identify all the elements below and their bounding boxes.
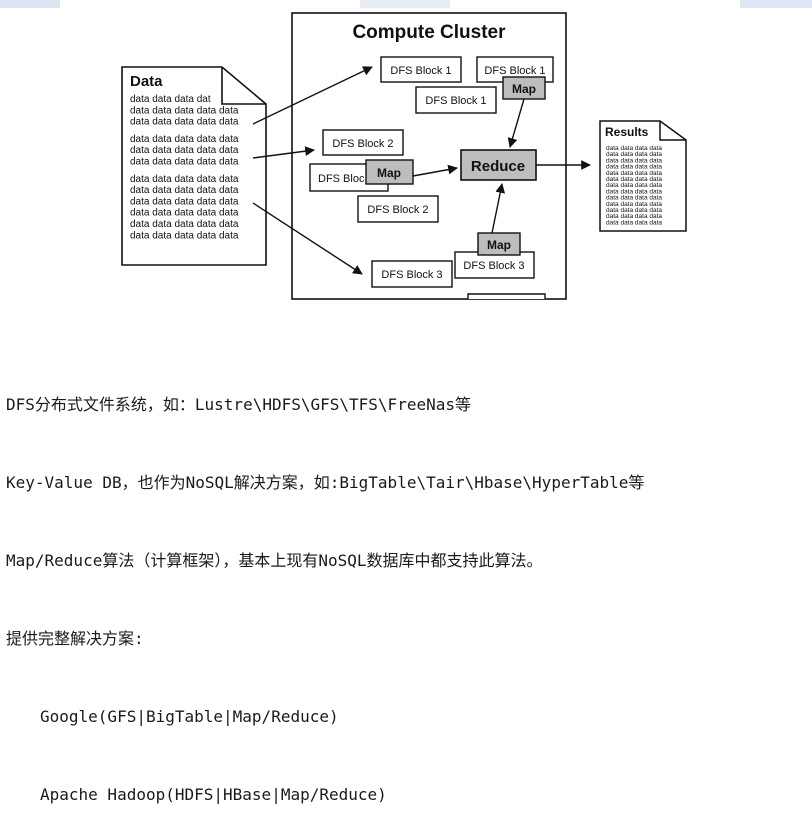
dfs-block-3-label: DFS Block 3 <box>463 260 524 272</box>
data-document-line: data data data data data <box>130 185 239 196</box>
map-label: Map <box>377 166 401 180</box>
results-document-page <box>599 120 687 232</box>
dfs-block-3-box <box>454 251 535 279</box>
results-document-line: data data data data <box>606 145 662 152</box>
data-document-line: data data data data data <box>130 230 239 241</box>
notes-line: Map/Reduce算法（计算框架），基本上现有NoSQL数据库中都支持此算法。 <box>6 551 543 570</box>
map-box <box>365 159 414 185</box>
data-document-fold <box>221 67 266 105</box>
results-document-line: data data data data <box>606 213 662 220</box>
notes-line: Apache Hadoop(HDFS|HBase|Map/Reduce) <box>40 785 387 804</box>
partial-block-box <box>467 293 546 299</box>
reduce-label: Reduce <box>471 158 525 175</box>
top-bar-segment <box>0 0 60 8</box>
notes-line: DFS分布式文件系统，如：Lustre\HDFS\GFS\TFS\FreeNas… <box>6 395 471 414</box>
cluster-title: Compute Cluster <box>352 22 506 43</box>
data-document-line: data data data data data <box>130 174 239 185</box>
results-document-line: data data data data <box>606 207 662 214</box>
data-document-line: data data data data data <box>130 196 239 207</box>
data-document-line: data data data data data <box>130 219 239 230</box>
notes-text-block: DFS分布式文件系统，如：Lustre\HDFS\GFS\TFS\FreeNas… <box>6 340 812 834</box>
dfs-block-3-label: DFS Block 3 <box>381 269 442 281</box>
dfs-block-1-box <box>415 86 497 114</box>
results-document-line: data data data data <box>606 164 662 171</box>
arrow-data-to-block3 <box>252 202 363 275</box>
data-document-line: data data data data data <box>130 208 239 219</box>
data-document-title: Data <box>130 73 163 90</box>
arrow-data-to-block1 <box>252 66 373 125</box>
dfs-block-3-box <box>371 260 453 288</box>
dfs-block-2-box <box>357 195 439 223</box>
data-document-line: data data data dat <box>130 94 211 105</box>
notes-line: 提供完整解决方案: <box>6 629 144 648</box>
dfs-block-2-label: DFS Block 2 <box>332 138 393 150</box>
results-document-line: data data data data <box>606 151 662 158</box>
results-document-line: data data data data <box>606 201 662 208</box>
dfs-block-1-label: DFS Block 1 <box>484 65 545 77</box>
results-document-title: Results <box>605 125 649 139</box>
results-document-line: data data data data <box>606 176 662 183</box>
map-label: Map <box>487 238 511 252</box>
dfs-block-1-box <box>380 56 462 83</box>
results-document-line: data data data data <box>606 188 662 195</box>
data-document-line: data data data data data <box>130 145 239 156</box>
dfs-block-2-label: DFS Bloc <box>318 173 365 185</box>
arrow-data-to-block2 <box>252 146 315 159</box>
results-document-line: data data data data <box>606 170 662 177</box>
results-document-line: data data data data <box>606 157 662 164</box>
dfs-block-1-label: DFS Block 1 <box>390 65 451 77</box>
results-document-line: data data data data <box>606 182 662 189</box>
dfs-block-2-label: DFS Block 2 <box>367 204 428 216</box>
results-document-fold <box>659 121 686 141</box>
data-document-line: data data data data data <box>130 117 239 128</box>
arrow-map1-to-reduce <box>507 98 525 148</box>
top-decorative-bar <box>0 0 812 8</box>
mapreduce-diagram: Compute Cluster Data data data data datd… <box>121 12 687 300</box>
top-bar-segment <box>360 0 450 8</box>
results-document-line: data data data data <box>606 195 662 202</box>
map-box <box>477 232 521 256</box>
data-document-line: data data data data data <box>130 134 239 145</box>
data-document-line: data data data data data <box>130 105 239 116</box>
map-label: Map <box>512 82 536 96</box>
data-document-line: data data data data data <box>130 157 239 168</box>
arrow-map2-to-reduce <box>412 164 458 177</box>
notes-line: Google(GFS|BigTable|Map/Reduce) <box>40 707 339 726</box>
results-document-line: data data data data <box>606 219 662 226</box>
top-bar-segment <box>740 0 812 8</box>
data-document-page <box>121 66 267 266</box>
dfs-block-1-label: DFS Block 1 <box>425 95 486 107</box>
arrow-map3-to-reduce <box>491 183 506 234</box>
notes-line: Key-Value DB，也作为NoSQL解决方案，如:BigTable\Tai… <box>6 473 645 492</box>
dfs-block-2-box <box>322 129 404 156</box>
